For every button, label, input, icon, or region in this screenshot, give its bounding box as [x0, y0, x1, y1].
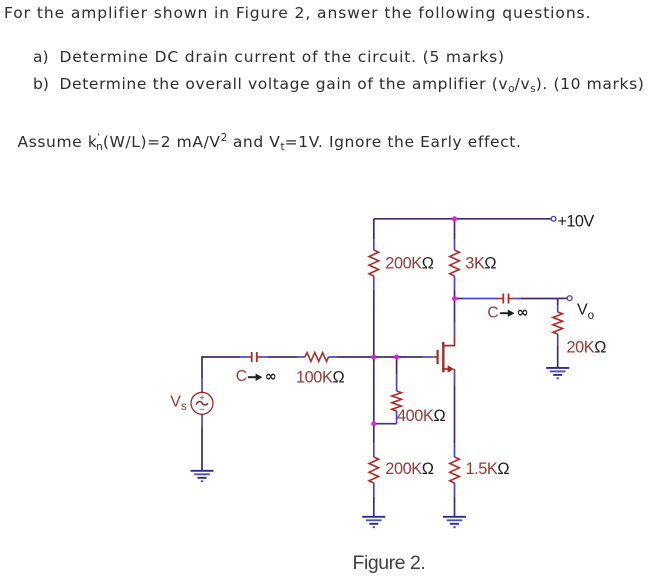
label-output: Vo [577, 302, 594, 323]
question-intro-text: For the amplifier shown in Figure 2, ans… [4, 4, 592, 23]
label-r-drain-value: 3K [465, 255, 485, 273]
resistor-r-drain [447, 249, 462, 277]
assumption-sub-n: n [96, 140, 103, 153]
label-r-load: 20KΩ [567, 339, 607, 357]
label-r-gate-bottom: 200KΩ [385, 460, 433, 478]
item-b-sub-o: o [508, 82, 515, 95]
label-r-gate-bottom-value: 200K [385, 460, 422, 478]
label-r-load-unit: Ω [594, 339, 606, 357]
label-source: Vs [170, 394, 187, 414]
wire-input-left [201, 356, 240, 378]
label-r-drain-unit: Ω [484, 255, 496, 273]
capacitor-output [497, 293, 513, 304]
junction-dots [371, 216, 457, 427]
question-intro: For the amplifier shown in Figure 2, ans… [4, 6, 591, 22]
label-output-sub: o [588, 310, 594, 322]
label-r-signal-value: 100K [296, 369, 333, 387]
resistor-r-source [447, 456, 462, 484]
assumption-part4: =1V. Ignore the Early effect. [284, 133, 522, 152]
assumption-sup-2: 2 [220, 131, 228, 144]
label-source-sub: s [181, 401, 187, 413]
item-b-part1: Determine the overall voltage gain of th… [59, 75, 509, 94]
item-a-text: Determine DC drain current of the circui… [59, 47, 505, 66]
label-r-load-value: 20K [567, 339, 595, 357]
ground-gate-divider [362, 515, 386, 529]
signal-source-sine [195, 400, 209, 406]
circuit-pins [201, 239, 559, 497]
label-cap-input-inf: ∞ [265, 369, 277, 385]
resistor-r-signal [304, 350, 330, 364]
resistor-r-load [550, 311, 565, 335]
label-r-signal-unit: Ω [332, 369, 344, 387]
circuit-resistors [304, 249, 565, 484]
assumption-part2: (W/L)=2 mA/V [102, 133, 221, 152]
label-r-gate-mid-value: 400K [397, 407, 434, 425]
mosfet-source-arrow [447, 365, 455, 373]
cap-arrows [247, 309, 515, 381]
figure-caption: Figure 2. [353, 552, 426, 574]
label-r-source-value: 1.5K [466, 460, 498, 478]
assumption-part3: and V [227, 133, 281, 152]
label-r-drain: 3KΩ [465, 255, 496, 273]
c-infinity-arrow-output-head [507, 309, 515, 317]
mosfet [433, 336, 456, 373]
signal-source-circle [190, 391, 214, 415]
resistor-r-gate-top [367, 249, 381, 277]
junction-supply [452, 216, 457, 222]
resistor-r-gate-bottom [367, 456, 381, 484]
label-supply: +10V [558, 213, 595, 231]
label-r-source-unit: Ω [497, 460, 509, 478]
label-r-source: 1.5KΩ [466, 460, 510, 478]
assumption-prime: ' [97, 131, 101, 143]
ground-signal-source [190, 469, 214, 483]
terminal-output [566, 295, 573, 302]
c-infinity-arrow-input-head [255, 373, 263, 381]
label-cap-output-c: C [487, 305, 498, 322]
item-a-label: a) [33, 47, 49, 66]
label-r-gate-bottom-unit: Ω [422, 460, 434, 478]
mosfet-drain-lead [443, 336, 456, 347]
ground-source-resistor [443, 515, 466, 529]
item-b-part3: ). (10 marks) [535, 75, 645, 94]
circuit-figure: +10V 200KΩ 3KΩ C ∞ Vo 20KΩ C ∞ 100KΩ Vs … [170, 213, 607, 574]
capacitor-input [247, 352, 261, 362]
ground-load [546, 366, 570, 380]
terminal-supply [550, 215, 557, 222]
label-r-gate-mid: 400KΩ [397, 407, 445, 425]
label-output-v: V [577, 302, 588, 319]
signal-source [190, 391, 214, 415]
assumption-line: Assume k'n(W/L)=2 mA/V2 and Vt=1V. Ignor… [17, 131, 522, 153]
resistor-r-gate-mid [389, 390, 404, 412]
junction-divider [371, 421, 377, 427]
item-b-text: Determine the overall voltage gain of th… [59, 75, 645, 95]
signal-source-plus [199, 395, 205, 400]
junction-drain [452, 296, 457, 301]
junction-gate-left [371, 354, 377, 360]
junction-gate-right [394, 354, 400, 360]
label-cap-output-inf: ∞ [517, 305, 529, 321]
label-source-v: V [170, 394, 181, 411]
item-b-part2: /v [514, 75, 531, 94]
item-b-sub-s: s [530, 82, 536, 95]
label-r-signal: 100KΩ [296, 369, 344, 387]
label-cap-input-c: C [236, 368, 247, 385]
assumption-part1: Assume k [17, 133, 98, 152]
label-r-gate-top: 200KΩ [385, 255, 433, 273]
label-r-gate-top-value: 200K [385, 255, 422, 273]
label-r-gate-mid-unit: Ω [433, 407, 445, 425]
item-b-label: b) [33, 75, 49, 94]
assumption-sub-t: t [280, 140, 285, 153]
label-r-gate-top-unit: Ω [422, 255, 434, 273]
circuit-wires [201, 217, 568, 517]
